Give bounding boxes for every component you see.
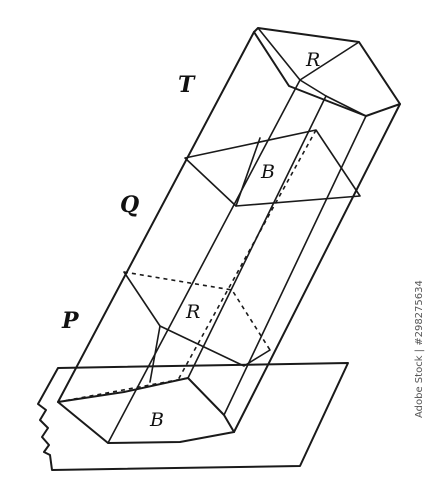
section-upper-divider (235, 137, 261, 207)
edge-right-outer (233, 103, 401, 433)
edge-front-right (223, 115, 367, 416)
top-face (253, 27, 401, 117)
side-label-p: P (61, 308, 80, 334)
label-upper-b: B (260, 161, 275, 183)
section-bottom-divider (187, 377, 225, 416)
section-middle-visible (123, 271, 271, 367)
section-bottom-hidden (57, 377, 189, 403)
label-top-r: R (305, 49, 320, 71)
hidden-back-edge (177, 129, 317, 381)
side-label-q: Q (120, 192, 139, 218)
edge-left-outer (57, 31, 255, 403)
label-middle-r: R (185, 301, 200, 323)
side-label-t: T (178, 72, 196, 98)
section-upper (184, 129, 361, 207)
section-bottom (57, 377, 235, 444)
stock-watermark: Adobe Stock | #298275634 (414, 280, 425, 418)
base-plane (37, 362, 349, 471)
top-face-back-edge (299, 79, 367, 117)
section-middle-lower (149, 325, 161, 383)
label-bottom-b: B (149, 409, 164, 431)
